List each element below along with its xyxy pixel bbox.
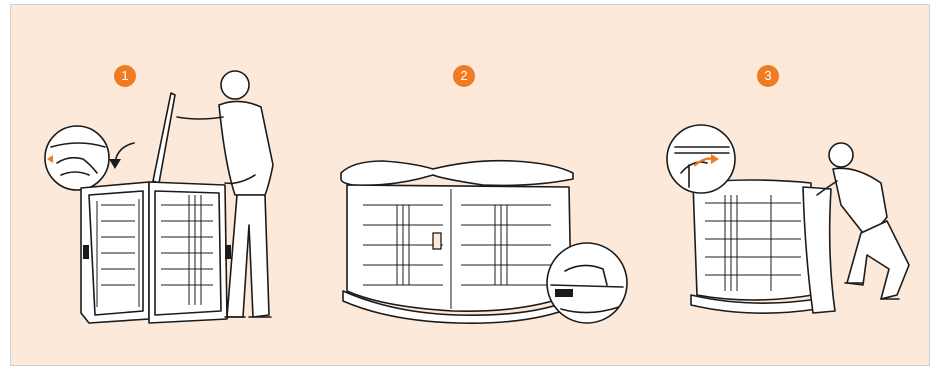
step-3: 3 [641, 55, 931, 355]
step-2: 2 [333, 55, 623, 355]
open-lid-icon [39, 55, 329, 355]
instruction-panel: 1 [10, 4, 930, 366]
assembled-bar-icon [333, 55, 633, 355]
attach-panel-icon [641, 55, 931, 355]
step-1: 1 [39, 55, 329, 355]
